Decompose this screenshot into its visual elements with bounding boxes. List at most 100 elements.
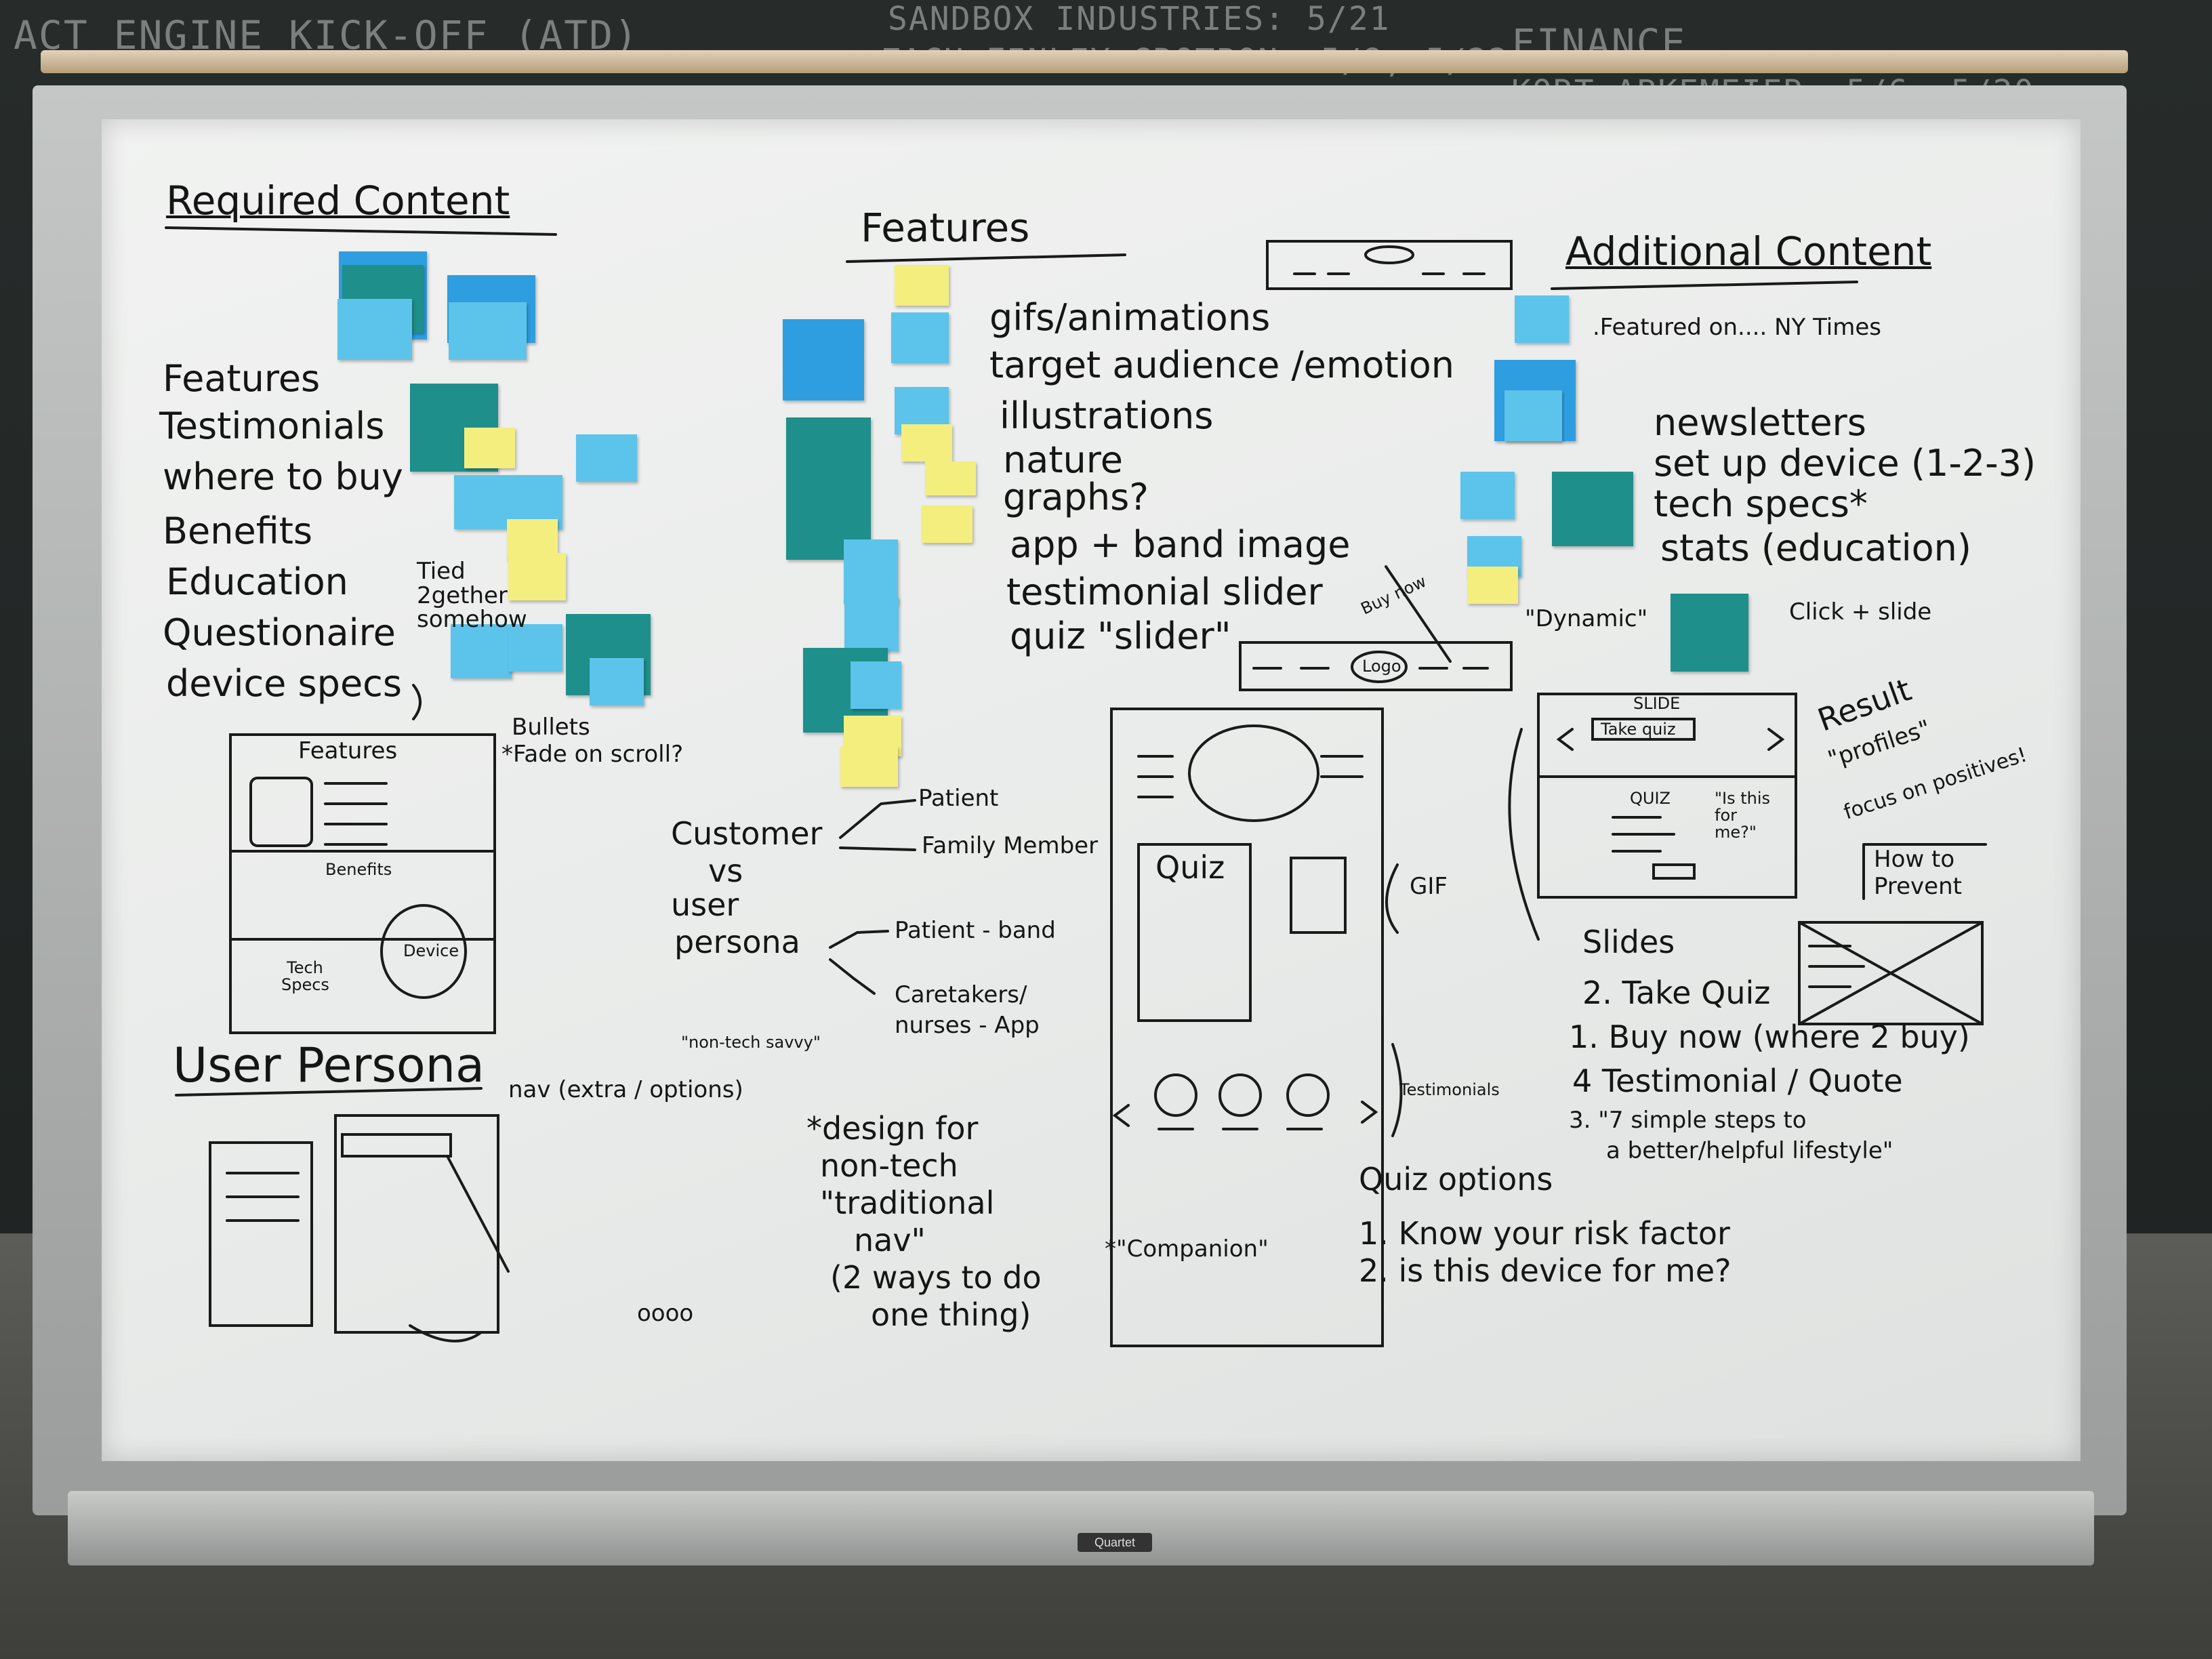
slides-item: 4 Testimonial / Quote [1572,1063,1903,1099]
nav-note: (2 ways to do [830,1259,1042,1296]
brand-plate: Quartet [1078,1533,1152,1552]
sticky-note[interactable] [1515,295,1569,343]
persona-nurses: nurses - App [895,1012,1040,1039]
sketch-device-label: Device [403,941,459,960]
sticky-note[interactable] [590,658,644,705]
additional-item: set up device (1-2-3) [1654,442,2036,485]
how-to-label: How to [1874,846,1955,873]
sticky-note[interactable] [786,417,871,560]
persona-patient-band: Patient - band [895,917,1056,944]
sticky-note[interactable] [891,312,949,363]
testimonials-label: Testimonials [1399,1080,1500,1099]
sticky-note[interactable] [840,746,898,787]
sticky-note[interactable] [895,265,949,306]
sticky-note[interactable] [508,624,562,672]
whiteboard-drawings [165,226,1987,1347]
slides-item: 2. Take Quiz [1582,975,1771,1011]
required-content-title: Required Content [166,178,510,224]
persona-persona: persona [674,924,800,960]
chalkboard-text: SANDBOX INDUSTRIES: 5/21 [888,0,1391,38]
quiz-small-label: QUIZ [1630,789,1671,808]
nav-note: nav" [854,1222,926,1258]
persona-customer: Customer [671,815,823,852]
nav-note: one thing) [871,1296,1031,1333]
persona-patient: Patient [918,785,999,812]
features-title: Features [861,205,1030,251]
slides-item: 1. Buy now (where 2 buy) [1569,1019,1970,1055]
additional-item: stats (education) [1660,527,1971,569]
sticky-note[interactable] [844,597,899,651]
prevent-label: Prevent [1874,873,1962,900]
cork-rail [41,50,2128,73]
persona-family: Family Member [922,832,1099,859]
sticky-note[interactable] [851,661,901,709]
required-item: Questionaire [163,611,396,654]
marker-tray [68,1491,2094,1565]
persona-caretakers: Caretakers/ [895,981,1027,1008]
dynamic-label: "Dynamic" [1525,605,1648,632]
whiteboard: Required Content Features Testimonials w… [102,119,2081,1461]
slide-label: SLIDE [1633,694,1681,713]
sticky-note[interactable] [901,424,952,462]
bullets-note: Bullets [512,714,590,741]
sticky-note[interactable] [1504,390,1562,441]
quiz-options-title: Quiz options [1359,1161,1553,1197]
sticky-note[interactable] [1552,472,1633,546]
required-item: Testimonials [159,405,385,447]
tied-note: Tied 2gether somehow [417,558,527,634]
is-this-label: "Is this for me?" [1715,789,1771,842]
required-item: Benefits [163,510,313,552]
required-item: where to buy [163,455,403,498]
additional-item: newsletters [1654,401,1866,444]
feature-item: graphs? [1003,476,1149,518]
quiz-option: 2. is this device for me? [1359,1252,1732,1289]
sketch-tech-specs-label: Tech Specs [281,958,329,995]
sticky-note[interactable] [922,506,972,543]
sticky-note[interactable] [337,299,412,360]
sticky-note[interactable] [844,539,898,604]
sketch-benefits-label: Benefits [325,860,392,879]
nav-note: *design for [806,1110,979,1147]
slides-item: a better/helpful lifestyle" [1606,1137,1893,1164]
user-persona-heading: User Persona [173,1038,485,1093]
feature-item: gifs/animations [989,296,1271,339]
quiz-label: Quiz [1155,849,1225,886]
feature-item: nature [1003,438,1123,481]
sticky-note[interactable] [783,319,864,401]
sticky-note[interactable] [508,553,566,600]
sticky-note[interactable] [451,624,512,678]
nav-note: non-tech [820,1147,958,1184]
sticky-note[interactable] [925,462,976,495]
feature-item: app + band image [1010,523,1351,566]
persona-user: user [671,886,739,923]
required-item: Education [166,560,348,603]
sticky-note[interactable] [464,428,515,468]
gif-label: GIF [1410,873,1448,900]
click-slide-label: Click + slide [1789,598,1932,626]
feature-item: testimonial slider [1006,571,1323,613]
sticky-note[interactable] [1467,567,1518,604]
nav-label: nav (extra / options) [508,1076,743,1103]
logo-label: Logo [1362,657,1401,676]
slides-item: 3. "7 simple steps to [1569,1107,1807,1134]
sticky-note[interactable] [1460,472,1515,519]
feature-item: illustrations [1000,394,1214,437]
sticky-note[interactable] [449,302,527,360]
required-item: Features [163,357,321,400]
sticky-note[interactable] [1671,594,1748,672]
take-quiz-label: Take quiz [1601,720,1676,739]
nav-dots: oooo [637,1300,694,1327]
required-item: device specs [166,662,402,705]
persona-non-tech: "non-tech savvy" [681,1033,821,1052]
feature-item: quiz "slider" [1010,615,1231,657]
sticky-note[interactable] [576,434,637,482]
additional-item: tech specs* [1654,483,1868,525]
sketch-features-label: Features [298,737,398,764]
additional-content-title: Additional Content [1565,228,1932,274]
companion-label: *"Companion" [1105,1235,1269,1263]
quiz-option: 1. Know your risk factor [1359,1215,1730,1252]
featured-on: .Featured on.... NY Times [1593,314,1881,341]
fade-note: *Fade on scroll? [501,741,684,768]
persona-vs: vs [708,853,743,889]
